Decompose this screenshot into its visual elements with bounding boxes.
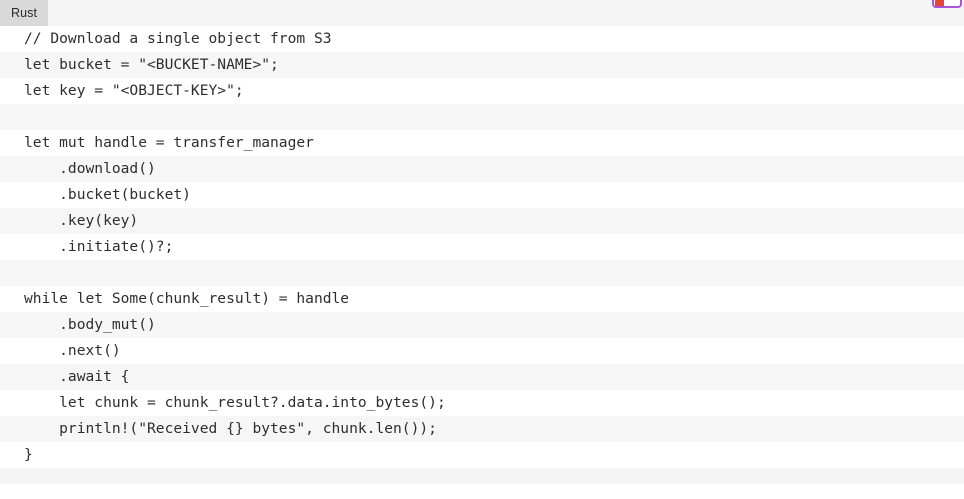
code-line: let chunk = chunk_result?.data.into_byte… [0, 390, 964, 416]
copy-code-button[interactable] [932, 0, 962, 8]
tab-rust[interactable]: Rust [0, 0, 49, 26]
code-line: .next() [0, 338, 964, 364]
code-line [0, 104, 964, 130]
code-line [0, 260, 964, 286]
code-line: while let Some(chunk_result) = handle [0, 286, 964, 312]
code-line: .download() [0, 156, 964, 182]
code-line: let key = "<OBJECT-KEY>"; [0, 78, 964, 104]
code-line: let bucket = "<BUCKET-NAME>"; [0, 52, 964, 78]
copy-icon [935, 0, 944, 6]
code-line: // Download a single object from S3 [0, 26, 964, 52]
code-line: .await { [0, 364, 964, 390]
code-line: .key(key) [0, 208, 964, 234]
code-line: println!("Received {} bytes", chunk.len(… [0, 416, 964, 442]
code-line: } [0, 442, 964, 468]
code-line: .initiate()?; [0, 234, 964, 260]
code-block-footer [0, 468, 964, 484]
code-line: .body_mut() [0, 312, 964, 338]
code-line: let mut handle = transfer_manager [0, 130, 964, 156]
code-language-tabbar: Rust [0, 0, 964, 26]
code-line: .bucket(bucket) [0, 182, 964, 208]
